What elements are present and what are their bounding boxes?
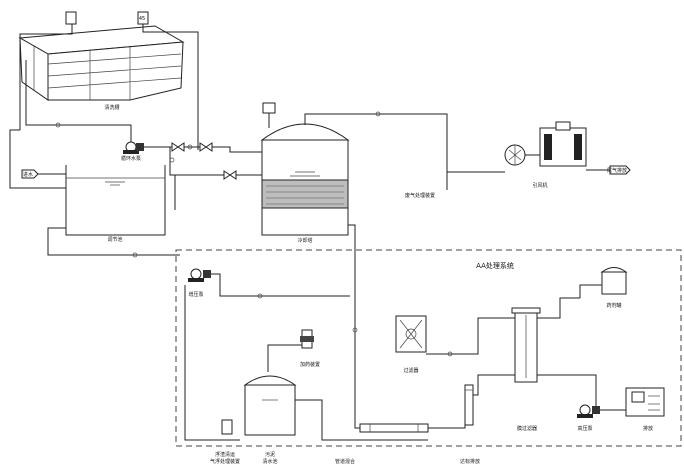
- dosing-label: 加药装置: [300, 361, 320, 368]
- pool-label: 清水池: [262, 458, 277, 465]
- treatment-module-boundary: [175, 249, 682, 447]
- cooling-tower: [260, 102, 350, 236]
- tubular-filter: [359, 423, 429, 433]
- circulation-pump: [123, 141, 144, 154]
- oil-separator: [464, 384, 474, 426]
- booster-pump: [188, 268, 211, 282]
- clear-water-pool: [243, 375, 297, 436]
- bottom-label-4: 达标排放: [460, 458, 480, 465]
- valve-icon: [171, 142, 185, 152]
- membrane-filter: [511, 307, 541, 383]
- reagent-label: 药剂罐: [606, 302, 621, 309]
- valve-icon: [199, 142, 213, 152]
- regulating-tank-label: 调节池: [107, 236, 122, 243]
- fan-label: 引风机: [532, 182, 547, 189]
- module-label: AA处理系统: [476, 261, 514, 270]
- inlet-arrow: [21, 169, 39, 179]
- air-flotation-label: 气浮处理装置: [210, 458, 240, 465]
- discharge-label: 排放: [643, 425, 653, 432]
- cooling-tower-label: 冷却塔: [297, 237, 312, 244]
- reagent-tank: [600, 267, 628, 295]
- booster-pump-label: 增压泵: [188, 291, 203, 298]
- filter-unit: [395, 315, 427, 353]
- exhaust-out-label: 尾气排放: [607, 167, 627, 174]
- svg-text:45: 45: [139, 16, 145, 22]
- exhaust-out-arrow: [609, 165, 631, 175]
- regulating-tank: [65, 165, 166, 236]
- valve-icon: [223, 170, 237, 180]
- filter-label: 过滤器: [403, 367, 418, 374]
- bottom-label-1: 浮渣清运: [215, 451, 235, 458]
- dosing-pump: [300, 329, 314, 349]
- inlet-label: 进水: [23, 171, 33, 178]
- exhaust-treatment-label: 废气处理装置: [405, 192, 435, 199]
- membrane-label: 膜过滤器: [517, 425, 537, 432]
- hp-pump-label: 高压泵: [577, 425, 592, 432]
- rinse-tank-label: 清洗槽: [104, 104, 119, 111]
- motor-icon: [539, 121, 587, 167]
- pump-label: 循环水泵: [121, 155, 141, 162]
- high-pressure-pump: [577, 404, 600, 418]
- bottom-label-3: 管道混合: [335, 458, 355, 465]
- rinse-tank: 45: [18, 11, 185, 101]
- discharge-unit: [625, 387, 665, 417]
- air-flotation-unit: [221, 419, 233, 435]
- fan-icon: [504, 144, 526, 166]
- bottom-label-2: 污泥: [265, 451, 275, 458]
